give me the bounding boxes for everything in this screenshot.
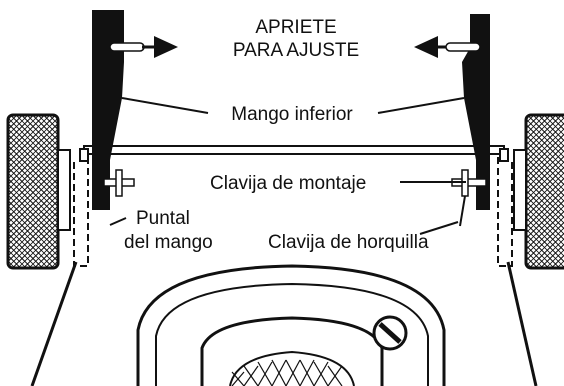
lower-handle-left	[92, 10, 124, 210]
hairpin-clip-label: Clavija de horquilla	[268, 232, 429, 253]
arrow-left-icon	[414, 36, 446, 58]
leader-lines	[109, 97, 466, 235]
handle-strut-right	[497, 150, 513, 267]
mounting-pin-left	[103, 169, 135, 197]
arrow-right-icon	[142, 36, 178, 58]
instruction-line2: PARA AJUSTE	[233, 40, 359, 61]
lower-handle-crossbar	[79, 145, 509, 162]
left-wheel	[6, 113, 71, 270]
squeeze-bar-left	[109, 42, 145, 52]
right-wheel	[513, 113, 564, 270]
handle-strut-label-line1: Puntal	[136, 208, 190, 229]
handle-strut-label-line2: del mango	[124, 232, 213, 253]
hairpin-clip	[459, 195, 466, 227]
squeeze-bar-right	[445, 42, 481, 52]
deck-outline	[30, 261, 538, 386]
engine-fins	[231, 359, 343, 386]
instruction-line1: APRIETE	[255, 17, 336, 38]
fuel-cap-icon	[372, 315, 408, 351]
lower-handle-right	[462, 14, 490, 210]
handle-strut-left	[73, 150, 89, 267]
mounting-pin-label: Clavija de montaje	[210, 173, 366, 194]
lower-handle-label: Mango inferior	[231, 104, 353, 125]
